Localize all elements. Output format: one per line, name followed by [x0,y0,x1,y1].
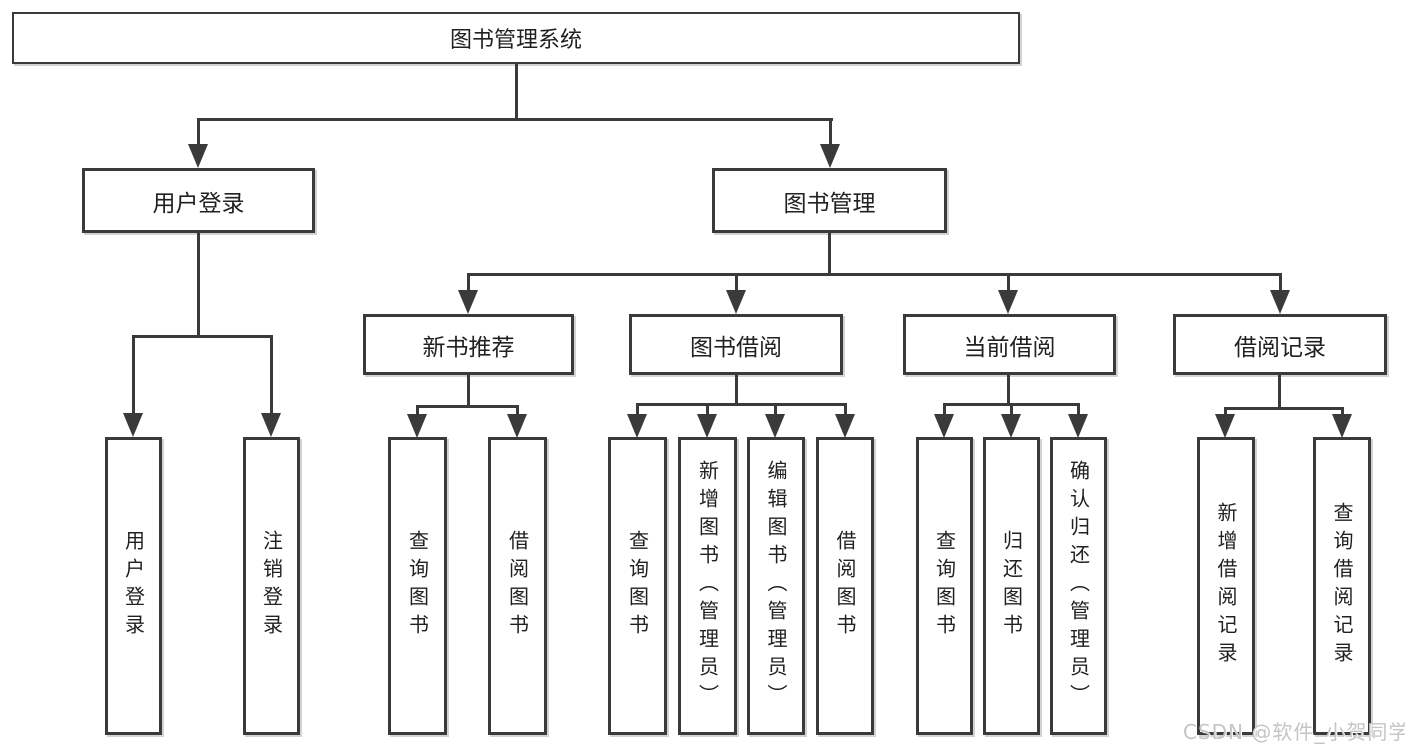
connector-line [1010,403,1013,417]
node-label: 新书推荐 [422,334,515,361]
arrow-down-icon [765,414,785,438]
node-user-login: 用户登录 [82,168,315,233]
connector-line [132,335,135,417]
arrow-down-icon [458,290,478,314]
node-label: 查询图书 [405,530,430,642]
arrow-down-icon [820,144,840,168]
leaf-query-books-recommend: 查询图书 [388,437,447,735]
arrow-down-icon [407,414,427,438]
node-label: 当前借阅 [963,334,1056,361]
connector-line [706,403,709,417]
node-borrow-records: 借阅记录 [1173,314,1387,375]
arrow-down-icon [697,414,717,438]
leaf-confirm-return-admin: 确认归还（管理员） [1050,437,1107,735]
arrow-down-icon [998,290,1018,314]
node-label: 查询图书 [932,530,957,642]
connector-line [1341,407,1344,417]
node-book-borrow: 图书借阅 [629,314,843,375]
node-label: 查询图书 [625,530,650,642]
arrow-down-icon [123,413,143,437]
connector-line [197,118,200,148]
leaf-add-books-admin: 新增图书（管理员） [678,437,737,735]
arrow-down-icon [835,414,855,438]
connector-line [636,403,846,406]
node-label: 注销登录 [259,530,284,642]
arrow-down-icon [1270,290,1290,314]
node-book-management: 图书管理 [712,168,947,233]
arrow-down-icon [507,414,527,438]
node-label: 用户登录 [121,530,146,642]
node-label: 图书管理系统 [449,28,582,53]
arrow-down-icon [261,413,281,437]
node-library-management-system: 图书管理系统 [12,12,1020,64]
connector-line [943,403,946,417]
connector-line [1224,407,1227,417]
node-label: 图书管理 [783,190,876,217]
leaf-borrow-books: 借阅图书 [816,437,874,735]
node-label: 新增借阅记录 [1214,502,1238,670]
connector-line [1224,407,1343,410]
connector-line [197,118,833,121]
arrow-down-icon [1215,414,1235,438]
leaf-query-books-current: 查询图书 [916,437,973,735]
connector-line [515,64,518,118]
node-label: 新增图书（管理员） [695,460,720,712]
connector-line [1007,273,1010,293]
leaf-borrow-books-recommend: 借阅图书 [488,437,547,735]
connector-line [828,233,831,273]
connector-line [844,403,847,417]
node-label: 归还图书 [999,530,1024,642]
connector-line [197,233,200,335]
node-label: 确认归还（管理员） [1066,460,1091,712]
connector-line [467,375,470,405]
csdn-watermark: CSDN @软件_小贺同学 [1183,720,1405,744]
arrow-down-icon [1068,414,1088,438]
connector-line [467,273,1281,276]
arrow-down-icon [1332,414,1352,438]
connector-line [774,403,777,417]
leaf-logout: 注销登录 [243,437,300,735]
node-label: 借阅图书 [833,530,857,642]
connector-line [1279,273,1282,293]
connector-line [416,405,519,408]
node-label: 借阅图书 [505,530,530,642]
connector-line [1278,375,1281,407]
arrow-down-icon [188,144,208,168]
connector-line [829,118,832,148]
connector-line [1007,375,1010,403]
arrow-down-icon [1001,414,1021,438]
connector-line [735,273,738,293]
leaf-query-books-borrow: 查询图书 [608,437,667,735]
leaf-return-books: 归还图书 [983,437,1040,735]
connector-line [636,403,639,417]
connector-line [735,375,738,403]
arrow-down-icon [934,414,954,438]
connector-line [467,273,470,293]
node-label: 借阅记录 [1234,334,1326,361]
leaf-query-borrow-record: 查询借阅记录 [1313,437,1371,735]
node-label: 图书借阅 [690,334,782,361]
node-current-borrow: 当前借阅 [903,314,1116,375]
leaf-user-login: 用户登录 [105,437,162,735]
leaf-add-borrow-record: 新增借阅记录 [1197,437,1255,735]
connector-line [516,405,519,417]
connector-line [270,335,273,417]
connector-line [416,405,419,417]
node-new-book-recommend: 新书推荐 [363,314,574,375]
node-label: 编辑图书（管理员） [764,460,788,712]
connector-line [132,335,273,338]
node-label: 用户登录 [152,190,245,217]
arrow-down-icon [627,414,647,438]
connector-line [1077,403,1080,417]
node-label: 查询借阅记录 [1330,502,1354,670]
arrow-down-icon [726,290,746,314]
leaf-edit-books-admin: 编辑图书（管理员） [747,437,805,735]
